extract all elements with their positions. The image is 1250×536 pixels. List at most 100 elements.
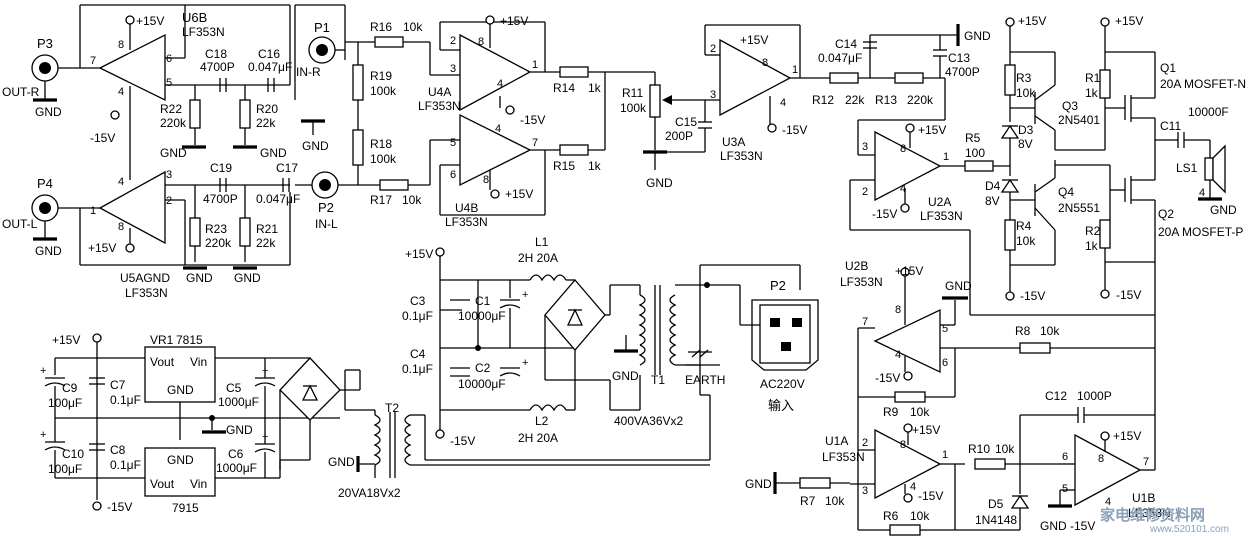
- c12-value: 1000P: [1077, 389, 1112, 403]
- u4b-label: U4B: [455, 201, 478, 215]
- op-amp-u5a: 14 32 8 +15V U5AGND LF353N: [79, 169, 291, 300]
- minus15v-label: -15V: [107, 500, 132, 514]
- gnd-label: GND: [160, 146, 187, 160]
- t1-label: T1: [651, 373, 665, 387]
- resistor-r18: R18 100k: [352, 129, 397, 185]
- r19-label: R19: [370, 69, 392, 83]
- svg-text:8: 8: [118, 39, 124, 51]
- svg-text:3: 3: [862, 141, 868, 153]
- vin-label: Vin: [190, 355, 207, 369]
- r4-label: R4: [1016, 219, 1032, 233]
- output-stage: +15V R1 1k Q1 20A MOSFET-N Q2 20A MOSFET…: [1085, 14, 1246, 302]
- lf353n-label: LF353N: [418, 99, 461, 113]
- svg-text:6: 6: [166, 53, 172, 65]
- svg-text:1: 1: [942, 449, 948, 461]
- r5-value: 100: [965, 146, 985, 160]
- c9-value: 100μF: [48, 396, 82, 410]
- svg-text:2: 2: [862, 186, 868, 198]
- gnd-label: GND: [35, 244, 62, 258]
- c19-label: C19: [210, 161, 232, 175]
- aux-psu: +15V + C9 100μF C7 0.1μF + C10 100μF C8 …: [40, 333, 710, 515]
- svg-text:2: 2: [450, 35, 456, 47]
- diode-d5: D5 1N4148: [955, 464, 1030, 531]
- d5-label: D5: [988, 497, 1004, 511]
- r12-value: 22k: [845, 93, 865, 107]
- q4-label: Q4: [1058, 185, 1074, 199]
- c19-value: 4700P: [203, 192, 238, 206]
- r21-label: R21: [256, 222, 278, 236]
- resistor-r12: R12 22k: [812, 72, 895, 107]
- q3-label: Q3: [1062, 99, 1078, 113]
- gnd-label: GND: [1040, 519, 1067, 533]
- minus15v-label: -15V: [782, 123, 807, 137]
- c4-value: 0.1μF: [402, 362, 433, 376]
- svg-text:5: 5: [1062, 483, 1068, 495]
- gnd-label: GND: [167, 453, 194, 467]
- op-amp-u2b: U2B LF353N +15V 85 64 7 GND -15V: [840, 259, 1156, 530]
- r6-value: 10k: [910, 509, 930, 523]
- svg-text:1: 1: [943, 151, 949, 163]
- plus15v-label: +15V: [895, 264, 923, 278]
- c8-value: 0.1μF: [110, 458, 141, 472]
- svg-text:1: 1: [792, 64, 798, 76]
- c7-value: 0.1μF: [110, 393, 141, 407]
- d3-label: D3: [1018, 123, 1034, 137]
- svg-text:4: 4: [118, 86, 124, 98]
- capacitor-c18: C18 4700P: [200, 47, 235, 92]
- c2-label: C2: [475, 361, 491, 375]
- resistor-r8: R8 10k: [1015, 324, 1155, 354]
- c12-label: C12: [1045, 389, 1067, 403]
- gnd-label: GND: [964, 29, 991, 43]
- resistor-r21: R21 22k GND: [233, 185, 278, 285]
- r12-label: R12: [812, 93, 834, 107]
- r5-label: R5: [965, 131, 981, 145]
- u2b-label: U2B: [845, 259, 868, 273]
- resistor-r10: R10 10k: [968, 442, 1060, 470]
- svg-text:5: 5: [942, 323, 948, 335]
- capacitor-c12: C12 1000P: [1019, 389, 1155, 464]
- plus15v-label: +15V: [505, 187, 533, 201]
- c1-value: 10000μF: [458, 309, 506, 323]
- gnd-label: GND: [260, 146, 287, 160]
- r7-value: 10k: [825, 494, 845, 508]
- svg-text:7: 7: [532, 137, 538, 149]
- r20-value: 22k: [256, 116, 276, 130]
- u5a-label: U5AGND: [120, 271, 170, 285]
- d4-value: 8V: [985, 194, 1000, 208]
- c16-value: 0.047μF: [248, 60, 292, 74]
- svg-text:7: 7: [90, 55, 96, 67]
- main-psu: +15V L1 2H 20A C3 0.1μF + C1 10000μF C4 …: [402, 235, 819, 460]
- gnd-label: GND: [328, 455, 355, 469]
- c6-label: C6: [228, 447, 244, 461]
- op-amp-u6b: +15V U6B LF353N 78 65 4 -15V: [79, 4, 291, 180]
- r11-value: 100k: [620, 101, 647, 115]
- ac-input-label: 输入: [768, 398, 794, 413]
- minus15v-label: -15V: [875, 371, 900, 385]
- c17-value: 0.047μF: [256, 192, 300, 206]
- vr1-value: 7815: [176, 333, 203, 347]
- c2-value: 10000μF: [458, 377, 506, 391]
- svg-text:8: 8: [895, 304, 901, 316]
- svg-text:1: 1: [90, 205, 96, 217]
- c4-label: C4: [410, 347, 426, 361]
- capacitor-c15: C15 200P: [655, 100, 712, 153]
- connector-p2: P2 IN-L GND: [295, 119, 380, 231]
- gnd-label: GND: [745, 477, 772, 491]
- r9-label: R9: [883, 405, 899, 419]
- r15-value: 1k: [588, 159, 602, 173]
- connector-p3: P3 OUT-R GND: [2, 36, 100, 119]
- watermark-url: www.520101.com: [1149, 524, 1229, 535]
- t2-value: 20VA18Vx2: [338, 486, 401, 500]
- c11-value: 10000F: [1188, 105, 1229, 119]
- svg-text:4: 4: [497, 78, 503, 90]
- c3-label: C3: [410, 294, 426, 308]
- r8-label: R8: [1015, 324, 1031, 338]
- gnd-label: GND: [1210, 203, 1237, 217]
- svg-text:1: 1: [532, 59, 538, 71]
- r1-label: R1: [1085, 71, 1101, 85]
- gnd-label: GND: [646, 176, 673, 190]
- potentiometer-r11: R11 100k GND: [605, 71, 720, 190]
- svg-text:4: 4: [895, 349, 901, 361]
- lf353n-label: LF353N: [1128, 506, 1171, 520]
- q1-label: Q1: [1160, 61, 1176, 75]
